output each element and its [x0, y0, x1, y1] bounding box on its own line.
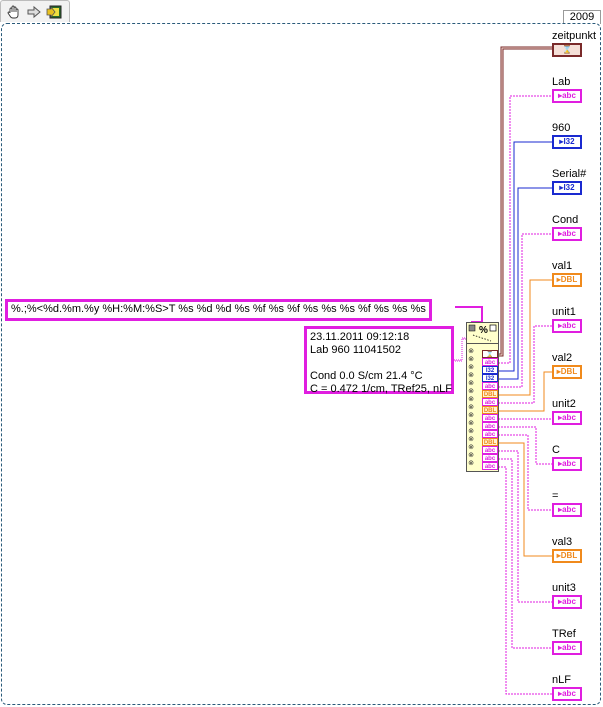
- input-terminal-icon[interactable]: ⊗: [468, 436, 474, 443]
- indicator-val2[interactable]: ▸DBL: [552, 365, 582, 379]
- indicator-unit1[interactable]: ▸abc: [552, 319, 582, 333]
- output-port-abc[interactable]: abc: [482, 446, 498, 454]
- wire-cond: [498, 233, 552, 388]
- output-port-abc[interactable]: abc: [482, 358, 498, 366]
- output-port-abc[interactable]: abc: [482, 462, 498, 470]
- indicator-c[interactable]: ▸abc: [552, 457, 582, 471]
- indicator-[interactable]: ▸abc: [552, 503, 582, 517]
- input-terminal-icon[interactable]: ⊗: [468, 348, 474, 355]
- format-string-constant[interactable]: %.;%<%d.%m.%y %H:%M:%S>T %s %d %d %s %f …: [5, 299, 432, 321]
- indicator-unit2[interactable]: ▸abc: [552, 411, 582, 425]
- indicator-label: TRef: [552, 628, 576, 640]
- input-terminal-icon[interactable]: ⊗: [468, 380, 474, 387]
- indicator-label: zeitpunkt: [552, 30, 597, 42]
- indicator-label: C: [552, 444, 560, 456]
- input-terminal-icon[interactable]: ⊗: [468, 460, 474, 467]
- indicator-nlf[interactable]: ▸abc: [552, 687, 582, 701]
- wire-val1: [498, 279, 552, 396]
- indicator-label: unit3: [552, 582, 576, 594]
- arrow-right-icon[interactable]: [25, 3, 43, 21]
- indicator-tref[interactable]: ▸abc: [552, 641, 582, 655]
- output-port-abc[interactable]: abc: [482, 414, 498, 422]
- output-port-i32[interactable]: I32: [482, 366, 498, 374]
- wire-unit1: [498, 325, 552, 404]
- output-port-dbl[interactable]: DBL: [482, 438, 498, 446]
- palette-toolbar: [0, 0, 70, 22]
- input-line: [310, 357, 448, 370]
- indicator-unit3[interactable]: ▸abc: [552, 595, 582, 609]
- indicator-zeitpunkt[interactable]: ⌛: [552, 43, 582, 57]
- indicator-label: unit1: [552, 306, 576, 318]
- input-terminal-icon[interactable]: ⊗: [468, 444, 474, 451]
- indicator-label: 960: [552, 122, 571, 134]
- wire-tref: [498, 458, 552, 649]
- output-port-abc[interactable]: abc: [482, 398, 498, 406]
- hand-cursor-icon[interactable]: [5, 3, 23, 21]
- output-port-i32[interactable]: I32: [482, 374, 498, 382]
- version-label: 2009: [563, 10, 601, 24]
- scan-node-icon: %: [467, 323, 498, 344]
- indicator-label: =: [552, 490, 559, 502]
- indicator-label: Serial#: [552, 168, 587, 180]
- indicator-label: unit2: [552, 398, 576, 410]
- input-line: 23.11.2011 09:12:18: [310, 331, 410, 343]
- wire-val3: [498, 442, 552, 557]
- output-port-abc[interactable]: abc: [482, 422, 498, 430]
- indicator-label: val3: [552, 536, 573, 548]
- indicator-cond[interactable]: ▸abc: [552, 227, 582, 241]
- input-terminal-icon[interactable]: ⊗: [468, 428, 474, 435]
- output-port-abc[interactable]: abc: [482, 382, 498, 390]
- wire-lab: [498, 95, 552, 364]
- wire-c: [498, 426, 552, 465]
- wire-unit3: [498, 450, 552, 603]
- input-terminal-icon[interactable]: ⊗: [468, 404, 474, 411]
- run-node-icon[interactable]: [45, 3, 63, 21]
- input-terminal-icon[interactable]: ⊗: [468, 388, 474, 395]
- percent-glyph: %: [479, 325, 488, 336]
- output-port-ts[interactable]: ⌛: [482, 350, 498, 358]
- indicator-label: val2: [552, 352, 573, 364]
- output-port-abc[interactable]: abc: [482, 430, 498, 438]
- input-line: C = 0.472 1/cm, TRef25, nLF: [310, 383, 452, 395]
- input-terminal-icon[interactable]: ⊗: [468, 364, 474, 371]
- input-terminal-icon[interactable]: ⊗: [468, 372, 474, 379]
- indicator-val1[interactable]: ▸DBL: [552, 273, 582, 287]
- indicator-label: nLF: [552, 674, 571, 686]
- output-port-dbl[interactable]: DBL: [482, 390, 498, 398]
- input-terminal-icon[interactable]: ⊗: [468, 420, 474, 427]
- input-line: Cond 0.0 S/cm 21.4 °C: [310, 370, 423, 382]
- input-terminal-icon[interactable]: ⊗: [468, 356, 474, 363]
- indicator-960[interactable]: ▸I32: [552, 135, 582, 149]
- wire-val2: [498, 371, 552, 412]
- input-string-constant[interactable]: 23.11.2011 09:12:18 Lab 960 11041502 Con…: [304, 326, 454, 395]
- input-terminal-icon[interactable]: ⊗: [468, 412, 474, 419]
- wire-nlf: [498, 466, 552, 695]
- wire-zeitpunkt: [498, 46, 552, 357]
- indicator-lab[interactable]: ▸abc: [552, 89, 582, 103]
- indicator-label: Lab: [552, 76, 571, 88]
- indicator-val3[interactable]: ▸DBL: [552, 549, 582, 563]
- wire-serial: [498, 187, 552, 380]
- indicator-serial[interactable]: ▸I32: [552, 181, 582, 195]
- wire-960: [498, 141, 552, 372]
- output-port-dbl[interactable]: DBL: [482, 406, 498, 414]
- output-port-abc[interactable]: abc: [482, 454, 498, 462]
- block-diagram-frame: [1, 23, 601, 705]
- input-terminal-icon[interactable]: ⊗: [468, 452, 474, 459]
- input-line: Lab 960 11041502: [310, 344, 401, 356]
- indicator-label: Cond: [552, 214, 579, 226]
- input-terminal-icon[interactable]: ⊗: [468, 396, 474, 403]
- wire-eq: [498, 434, 552, 511]
- indicator-label: val1: [552, 260, 573, 272]
